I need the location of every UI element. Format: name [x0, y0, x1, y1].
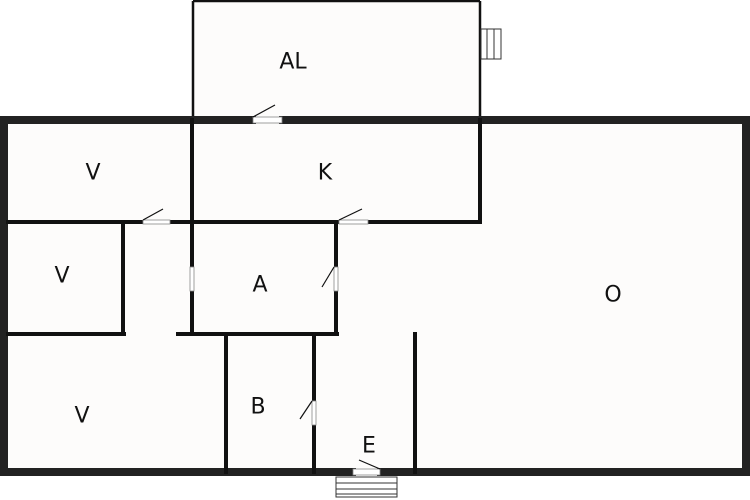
entrance-steps-icon	[335, 476, 398, 498]
room-label-e: E	[362, 433, 376, 459]
annex-walls	[191, 0, 482, 120]
annex-steps-icon	[480, 28, 502, 60]
door-a-left-opening[interactable]	[189, 266, 195, 292]
outer-walls	[0, 116, 750, 476]
door-annex-kitchen[interactable]	[252, 104, 283, 124]
main-floor	[8, 120, 745, 472]
door-b-hall[interactable]	[299, 400, 317, 426]
room-label-v1: V	[85, 160, 101, 186]
entrance-door[interactable]	[352, 459, 381, 476]
inner-walls	[6, 118, 482, 474]
room-label-k: K	[317, 160, 333, 186]
room-label-o: O	[604, 282, 622, 308]
room-label-a: A	[252, 272, 268, 298]
room-label-v2: V	[54, 263, 70, 289]
door-v1-hall[interactable]	[142, 208, 171, 225]
room-label-b: B	[250, 394, 266, 420]
room-al-floor	[193, 1, 480, 119]
door-a-hall[interactable]	[321, 266, 339, 292]
room-label-v3: V	[74, 403, 90, 429]
door-kitchen-hall[interactable]	[338, 208, 369, 225]
room-label-al: AL	[279, 49, 307, 75]
